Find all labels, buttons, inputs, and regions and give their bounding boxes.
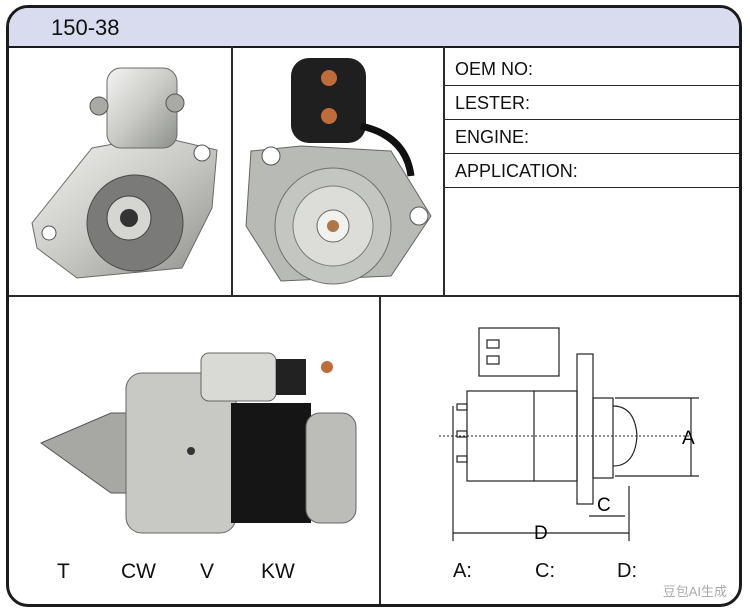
divider xyxy=(9,295,739,297)
dim-value-a: A: xyxy=(453,560,472,582)
type-kw-label: KW xyxy=(261,560,295,583)
dim-label-d: D xyxy=(534,523,548,541)
oem-label: OEM NO: xyxy=(455,59,534,79)
engine-row: ENGINE: xyxy=(445,120,739,154)
type-cw-label: CW xyxy=(121,560,156,583)
dim-label-a: A xyxy=(682,428,695,449)
dim-value-d: D: xyxy=(617,560,637,582)
watermark: 豆包AI生成 xyxy=(662,584,727,599)
lester-label: LESTER: xyxy=(455,93,531,113)
application-row: APPLICATION: xyxy=(445,154,739,188)
type-v-label: V xyxy=(200,560,215,583)
dimension-diagram: A C D xyxy=(439,327,699,541)
engine-label: ENGINE: xyxy=(455,127,530,147)
spec-sheet: 150-38 OEM NO: LESTER: ENGINE: APPLICATI… xyxy=(6,5,742,607)
type-t-label: T xyxy=(57,560,70,583)
header-bar: 150-38 xyxy=(9,8,739,48)
dim-label-c: C xyxy=(597,495,611,516)
front-view-image xyxy=(31,67,218,279)
lester-row: LESTER: xyxy=(445,86,739,120)
model-number: 150-38 xyxy=(51,15,120,40)
divider xyxy=(443,46,445,296)
side-view-image xyxy=(39,352,357,534)
divider xyxy=(379,297,381,604)
divider xyxy=(231,46,233,296)
rear-view-image xyxy=(245,58,432,285)
oem-row: OEM NO: xyxy=(445,52,739,86)
dim-value-c: C: xyxy=(535,560,555,582)
application-label: APPLICATION: xyxy=(455,161,578,181)
